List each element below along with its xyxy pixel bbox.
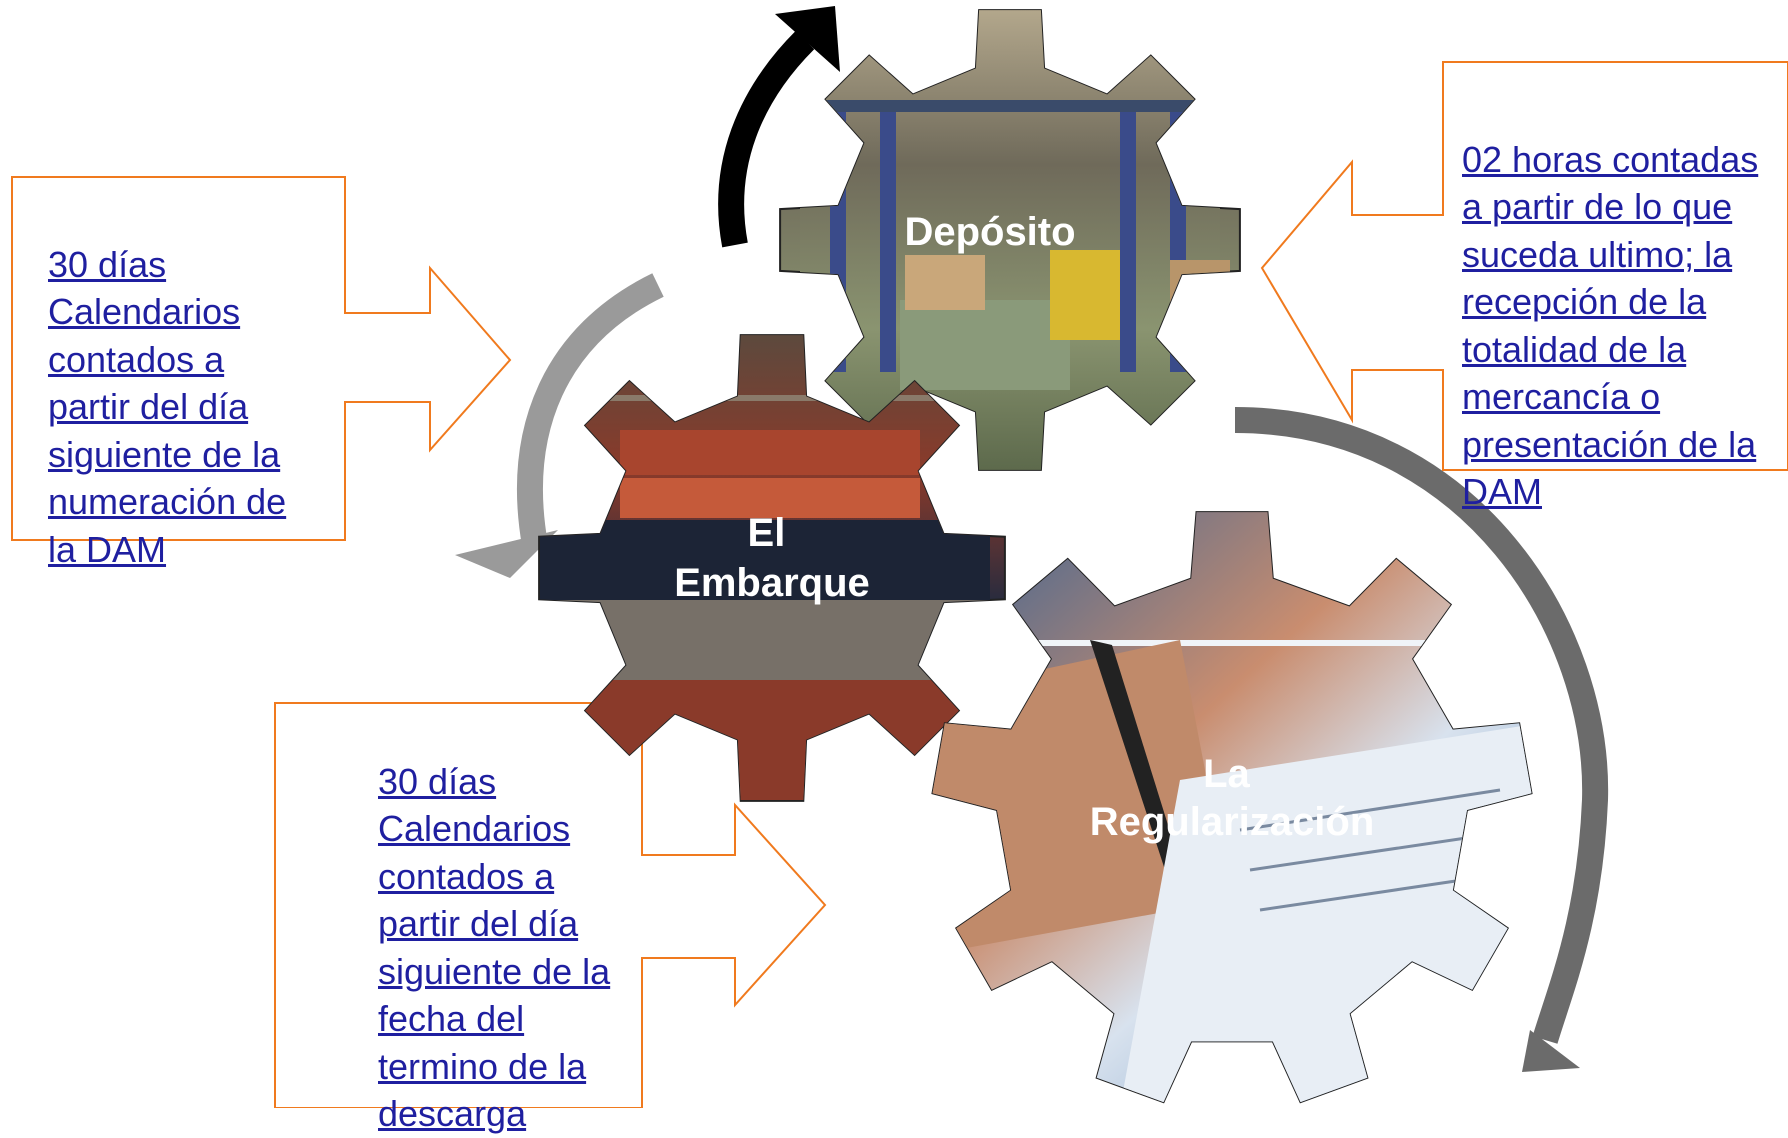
gear-deposito: Depósito: [779, 9, 1241, 471]
callout-link-embarque[interactable]: 30 días Calendarios contados a partir de…: [48, 243, 287, 570]
cycle-arrow-right: [1234, 407, 1609, 1072]
callout-text-deposito[interactable]: 02 horas contadas a partir de lo que suc…: [1462, 88, 1758, 516]
callout-box-regularizacion: [274, 702, 827, 1108]
cycle-arrow-left: [455, 273, 664, 578]
gear-embarque: El Embarque: [538, 334, 1006, 802]
callout-text-regularizacion[interactable]: 30 días Calendarios contados a partir de…: [378, 710, 610, 1138]
cycle-arrow-top: [718, 6, 840, 248]
cycle-diagram: Depósito El Embarque: [11, 6, 1788, 1108]
gear-label-embarque: El Embarque: [674, 511, 870, 605]
callout-box-deposito: [1260, 61, 1788, 471]
callout-link-deposito[interactable]: 02 horas contadas a partir de lo que suc…: [1462, 138, 1759, 513]
gear-label-deposito: Depósito: [904, 210, 1075, 254]
callout-box-embarque: [11, 176, 512, 541]
callout-link-regularizacion[interactable]: 30 días Calendarios contados a partir de…: [378, 760, 611, 1135]
callout-text-embarque[interactable]: 30 días Calendarios contados a partir de…: [48, 193, 286, 573]
gear-label-regularizacion: La Regularización: [1090, 752, 1375, 844]
ship-image: [540, 335, 990, 800]
